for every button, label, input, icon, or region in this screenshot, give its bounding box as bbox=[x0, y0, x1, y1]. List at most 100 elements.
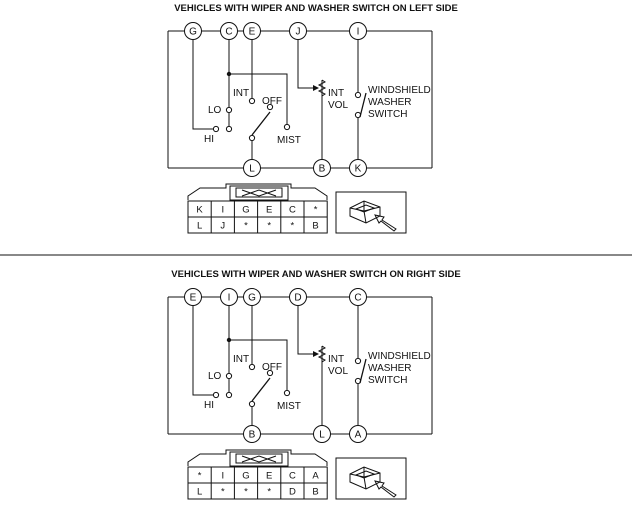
off-contact bbox=[266, 103, 274, 111]
switch-knob-icon bbox=[354, 470, 376, 479]
washer-label-line1: WINDSHIELD bbox=[368, 85, 431, 96]
connector-latch bbox=[229, 451, 289, 467]
connector-latch-icon bbox=[235, 187, 283, 198]
connector-pin: L bbox=[197, 487, 202, 498]
top-terminal-circle bbox=[184, 22, 202, 40]
int-contact bbox=[248, 363, 256, 371]
int-vol-label-line2: VOL bbox=[328, 366, 348, 377]
switch-diagram-2: VEHICLES WITH WIPER AND WASHER SWITCH ON… bbox=[167, 269, 461, 500]
top-terminal-circle bbox=[349, 288, 367, 306]
connector-pin: * bbox=[267, 487, 271, 498]
wire-mist bbox=[229, 73, 288, 124]
top-terminal-circle bbox=[220, 22, 238, 40]
bottom-terminal-label: L bbox=[319, 430, 325, 441]
switch-location-icon bbox=[335, 191, 407, 234]
washer-label-line3: SWITCH bbox=[368, 109, 407, 120]
switch-arm bbox=[251, 377, 271, 402]
off-contact bbox=[266, 369, 274, 377]
washer-switch-blade bbox=[359, 92, 367, 118]
location-icon-frame bbox=[335, 191, 407, 234]
location-icon-frame bbox=[335, 457, 407, 500]
off-label: OFF bbox=[262, 96, 282, 107]
bottom-terminal-circle bbox=[349, 425, 367, 443]
pointer-arrow-icon bbox=[374, 480, 397, 498]
arm-pivot bbox=[248, 400, 256, 408]
diagram-title: VEHICLES WITH WIPER AND WASHER SWITCH ON… bbox=[171, 269, 460, 280]
connector-pin: I bbox=[221, 471, 224, 482]
top-terminal-label: E bbox=[190, 293, 197, 304]
connector-pin: C bbox=[289, 205, 296, 216]
connector-pin: * bbox=[244, 221, 248, 232]
washer-switch-blade bbox=[359, 358, 367, 384]
bottom-terminal-label: A bbox=[355, 430, 362, 441]
top-terminal-circle bbox=[220, 288, 238, 306]
top-terminal-label: J bbox=[296, 27, 301, 38]
lo-contact-upper bbox=[225, 106, 233, 114]
int-label: INT bbox=[233, 354, 249, 365]
lo-contact-upper bbox=[225, 372, 233, 380]
bottom-terminal-circle bbox=[243, 425, 261, 443]
top-terminal-circle bbox=[349, 22, 367, 40]
bottom-terminal-circle bbox=[313, 159, 331, 177]
connector-pin: D bbox=[289, 487, 296, 498]
mist-label: MIST bbox=[277, 401, 301, 412]
wire-mist bbox=[229, 339, 288, 390]
arm-pivot bbox=[248, 134, 256, 142]
mist-contact bbox=[283, 123, 291, 131]
top-terminal-circle bbox=[243, 22, 261, 40]
hi-contact bbox=[212, 125, 220, 133]
top-terminal-circle bbox=[289, 288, 307, 306]
int-vol-label-line2: VOL bbox=[328, 100, 348, 111]
int-vol-resistor-icon bbox=[317, 79, 327, 97]
top-terminal-label: I bbox=[357, 27, 360, 38]
connector-pin: * bbox=[314, 205, 318, 216]
mist-label: MIST bbox=[277, 135, 301, 146]
int-vol-label-line1: INT bbox=[328, 88, 344, 99]
lo-contact-lower bbox=[225, 125, 233, 133]
lo-contact-lower bbox=[225, 391, 233, 399]
top-terminal-label: C bbox=[354, 293, 361, 304]
lo-label: LO bbox=[208, 371, 222, 382]
int-label: INT bbox=[233, 88, 249, 99]
hi-label: HI bbox=[204, 400, 214, 411]
connector-pin: * bbox=[244, 487, 248, 498]
connector-pin: G bbox=[242, 471, 249, 482]
washer-label-line3: SWITCH bbox=[368, 375, 407, 386]
connector-pin: E bbox=[266, 471, 272, 482]
connector-pin: * bbox=[267, 221, 271, 232]
washer-contact-upper bbox=[354, 357, 362, 365]
bottom-terminal-circle bbox=[243, 159, 261, 177]
connector-housing-top bbox=[187, 449, 328, 466]
connector-latch-icon bbox=[235, 453, 283, 464]
top-terminal-label: G bbox=[248, 293, 256, 304]
top-terminal-label: C bbox=[225, 27, 232, 38]
bottom-terminal-circle bbox=[349, 159, 367, 177]
connector-pin: C bbox=[289, 471, 296, 482]
connector-pin: * bbox=[221, 487, 225, 498]
connector-pin: B bbox=[312, 487, 318, 498]
connector-pin: G bbox=[242, 205, 249, 216]
top-terminal-circle bbox=[243, 288, 261, 306]
wire-int-vol bbox=[297, 305, 319, 357]
top-terminal-label: I bbox=[228, 293, 231, 304]
top-terminal-label: E bbox=[249, 27, 256, 38]
hi-label: HI bbox=[204, 134, 214, 145]
bottom-terminal-label: K bbox=[355, 164, 362, 175]
connector-pin: L bbox=[197, 221, 202, 232]
bottom-terminal-circle bbox=[313, 425, 331, 443]
washer-label-line1: WINDSHIELD bbox=[368, 351, 431, 362]
connector-latch bbox=[229, 185, 289, 201]
top-terminal-label: G bbox=[189, 27, 197, 38]
top-terminal-label: D bbox=[294, 293, 301, 304]
top-terminal-circle bbox=[184, 288, 202, 306]
connector-pin: I bbox=[221, 205, 224, 216]
switch-diagram-1: VEHICLES WITH WIPER AND WASHER SWITCH ON… bbox=[167, 3, 458, 234]
int-contact bbox=[248, 97, 256, 105]
int-vol-label-line1: INT bbox=[328, 354, 344, 365]
connector-pin: B bbox=[312, 221, 318, 232]
switch-knob-icon bbox=[354, 204, 376, 213]
pointer-arrow-icon bbox=[374, 214, 397, 232]
washer-contact-upper bbox=[354, 91, 362, 99]
